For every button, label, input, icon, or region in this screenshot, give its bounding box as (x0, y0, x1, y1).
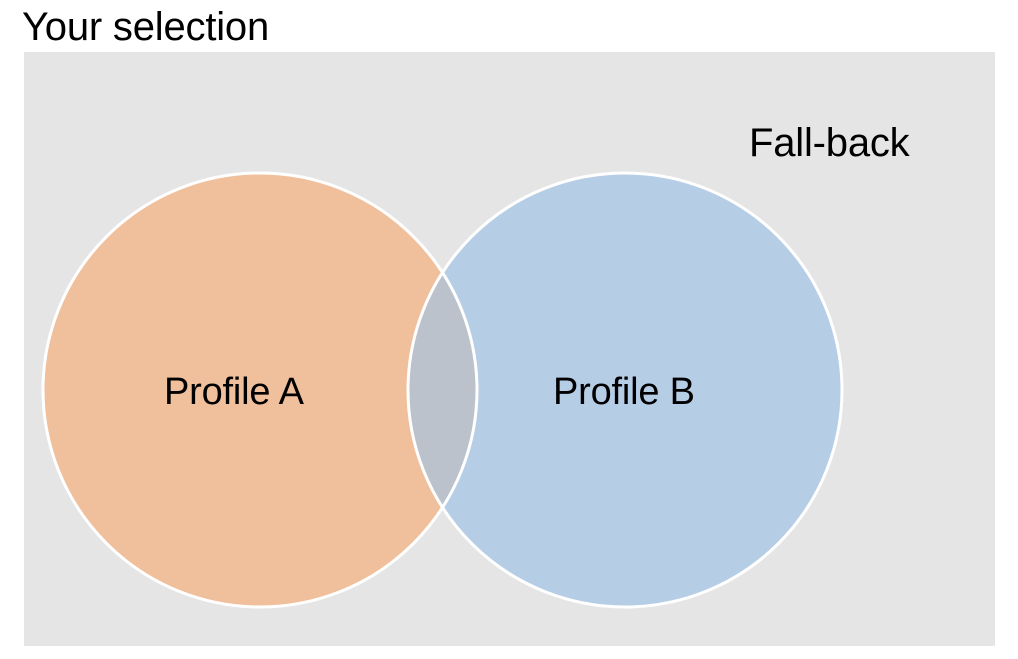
venn-circle-profile-b[interactable] (408, 173, 842, 607)
page-title: Your selection (22, 5, 270, 49)
venn-circle-a-outline (41, 171, 479, 609)
venn-circle-b-outline (406, 171, 844, 609)
venn-circle-profile-a[interactable] (43, 173, 477, 607)
venn-label-fallback: Fall-back (749, 121, 911, 165)
venn-label-profile-a: Profile A (164, 371, 305, 413)
venn-diagram-svg: Profile A Profile B Fall-back (24, 52, 995, 646)
venn-diagram-panel: Profile A Profile B Fall-back (24, 52, 995, 646)
venn-label-profile-b: Profile B (553, 371, 695, 413)
